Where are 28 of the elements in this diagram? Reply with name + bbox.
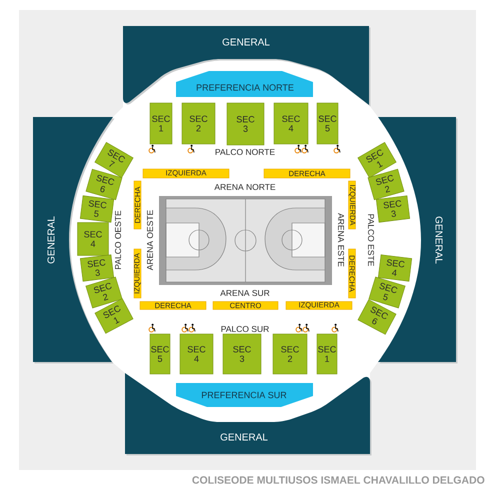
area-label: PALCO OESTE	[115, 210, 121, 269]
area-label: ARENA SUR	[220, 290, 270, 296]
area-label: ARENA NORTE	[214, 184, 276, 190]
seating-section: SEC 6	[358, 299, 396, 335]
seating-section: SEC 5	[316, 102, 338, 144]
seating-section: SEC 4	[274, 102, 308, 144]
seating-section: SEC 3	[226, 102, 264, 146]
seating-section: SEC 6	[86, 168, 122, 200]
seating-section: SEC 2	[368, 168, 404, 200]
seating-section: SEC 4	[378, 254, 412, 282]
seating-section: SEC 3	[222, 334, 262, 374]
seating-section: SEC 5	[150, 334, 170, 374]
area-label: PALCO ESTE	[368, 214, 374, 266]
seating-section: SEC 1	[150, 102, 172, 144]
seating-section: SEC 3	[376, 195, 410, 223]
seating-section: SEC 3	[80, 254, 114, 282]
area-label: ARENA ESTE	[338, 213, 344, 267]
area-label: PALCO SUR	[221, 326, 269, 332]
seating-section: SEC 4	[77, 222, 109, 256]
area-label: ARENA OESTE	[147, 210, 153, 270]
seating-section: SEC 1	[316, 334, 338, 374]
seating-section: SEC 5	[80, 195, 114, 223]
area-label: PALCO NORTE	[216, 149, 275, 155]
caption: COLISEODE MULTIUSOS ISMAEL CHAVALILLO DELGADO	[192, 476, 484, 484]
seating-section: PREFERENCIA SUR	[176, 383, 313, 407]
seating-section: SEC 2	[182, 102, 216, 144]
seating-section: SEC 2	[272, 334, 308, 374]
seating-section: SEC 4	[180, 334, 214, 374]
